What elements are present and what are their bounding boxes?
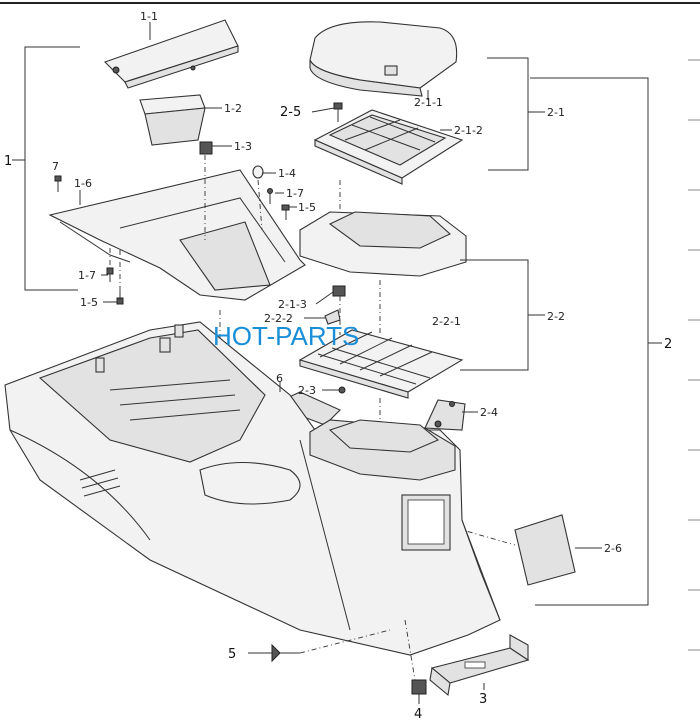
- bracket-2-2: [460, 259, 529, 371]
- part-1-4: [252, 165, 264, 179]
- label-1-3: 1-3: [234, 140, 252, 153]
- label-1-6: 1-6: [74, 177, 92, 190]
- part-3-bracket: [429, 634, 530, 697]
- label-2-2: 2-2: [547, 310, 565, 323]
- part-1-3-clip: [199, 141, 213, 155]
- label-1-1: 1-1: [140, 10, 158, 23]
- label-2-1-2: 2-1-2: [454, 124, 483, 137]
- label-2-1-1: 2-1-1: [414, 96, 443, 109]
- label-6: 6: [276, 372, 283, 385]
- clips-2-1-3-2-2-2: [324, 285, 346, 325]
- part-2-2-1-grid-tray: [298, 329, 464, 399]
- label-2-2-1: 2-2-1: [432, 315, 461, 328]
- label-2-1: 2-1: [547, 106, 565, 119]
- label-1-4: 1-4: [278, 167, 296, 180]
- part-1-6-bezel: [48, 169, 306, 301]
- label-3: 3: [479, 692, 487, 707]
- label-2: 2: [664, 337, 672, 352]
- part-2-4-bracket: [424, 399, 466, 431]
- label-7: 7: [52, 160, 59, 173]
- right-edge-ticks: [688, 59, 700, 651]
- label-1-2: 1-2: [224, 102, 242, 115]
- label-1: 1: [4, 154, 12, 169]
- part-1-1-lid: [103, 19, 239, 89]
- main-console-body: [4, 321, 501, 656]
- part-2-1-2-tray: [313, 109, 464, 185]
- dashed-leaders-group-1: [109, 155, 263, 292]
- label-2-2-2: 2-2-2: [264, 312, 293, 325]
- part-2-1-1-armrest-lid: [309, 21, 458, 97]
- screws-left: [54, 175, 124, 305]
- label-1-7-left: 1-7: [78, 269, 96, 282]
- label-2-1-3: 2-1-3: [278, 298, 307, 311]
- part-2-3-screw: [330, 386, 346, 394]
- label-5: 5: [228, 647, 236, 662]
- bracket-group-1: [24, 46, 80, 291]
- part-2-5-pin: [333, 102, 343, 122]
- label-1-5-right: 1-5: [298, 201, 316, 214]
- label-2-3: 2-3: [298, 384, 316, 397]
- part-1-2-bin: [139, 94, 206, 146]
- part-5-fastener: [248, 629, 391, 663]
- part-2-6-side-cover: [514, 514, 576, 586]
- label-2-5: 2-5: [280, 105, 301, 120]
- label-1-5-left: 1-5: [80, 296, 98, 309]
- screws-right: [267, 188, 290, 220]
- bracket-2: [530, 77, 649, 606]
- label-4: 4: [414, 707, 422, 722]
- label-2-4: 2-4: [480, 406, 498, 419]
- label-2-6: 2-6: [604, 542, 622, 555]
- watermark-text: HOT-PARTS: [213, 321, 359, 351]
- part-2-2-upper-base: [299, 211, 467, 277]
- label-leaders: [79, 22, 602, 704]
- label-1-7-right: 1-7: [286, 187, 304, 200]
- bracket-2-1: [487, 57, 529, 171]
